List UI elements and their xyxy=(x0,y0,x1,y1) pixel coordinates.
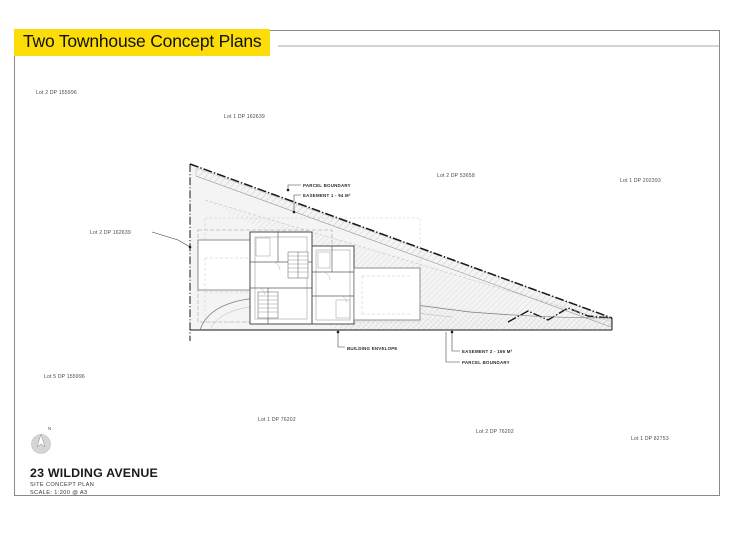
project-title: 23 WILDING AVENUE xyxy=(30,466,159,480)
north-letter: N xyxy=(48,426,52,431)
callout-building-envelope: BUILDING ENVELOPE xyxy=(347,346,398,351)
sheet-scale: SCALE: 1:200 @ A3 xyxy=(30,490,88,496)
page-title: Two Townhouse Concept Plans xyxy=(14,29,271,56)
lot-label-lot-2-dp-76202: Lot 2 DP 76202 xyxy=(476,429,514,435)
callout-easement-2: EASEMENT 2 - 166 M² xyxy=(462,349,513,354)
lot-label-lot-1-dp-82753: Lot 1 DP 82753 xyxy=(631,436,669,442)
title-block: N 23 WILDING AVENUE SITE CONCEPT PLAN SC… xyxy=(30,426,220,496)
lot-label-lot-2-dp-53658: Lot 2 DP 53658 xyxy=(437,173,475,179)
lot-label-lot-2-dp-155996: Lot 2 DP 155996 xyxy=(36,90,77,96)
lot-label-lot-1-dp-76202: Lot 1 DP 76202 xyxy=(258,417,296,423)
lot-label-lot-1-dp-162639-top: Lot 1 DP 162639 xyxy=(224,114,265,120)
callout-parcel-boundary-bottom: PARCEL BOUNDARY xyxy=(462,360,510,365)
sheet-border xyxy=(14,30,720,496)
sheet-name: SITE CONCEPT PLAN xyxy=(30,482,95,488)
lot-label-lot-5-dp-155996: Lot 5 DP 155996 xyxy=(44,374,85,380)
north-arrow-label-wrap: N xyxy=(34,426,68,462)
lot-label-lot-1-dp-202393: Lot 1 DP 202393 xyxy=(620,178,661,184)
callout-parcel-boundary-top: PARCEL BOUNDARY xyxy=(303,183,351,188)
callout-easement-1: EASEMENT 1 - 94 M² xyxy=(303,193,351,198)
lot-label-lot-2-dp-162639-left: Lot 2 DP 162639 xyxy=(90,230,131,236)
